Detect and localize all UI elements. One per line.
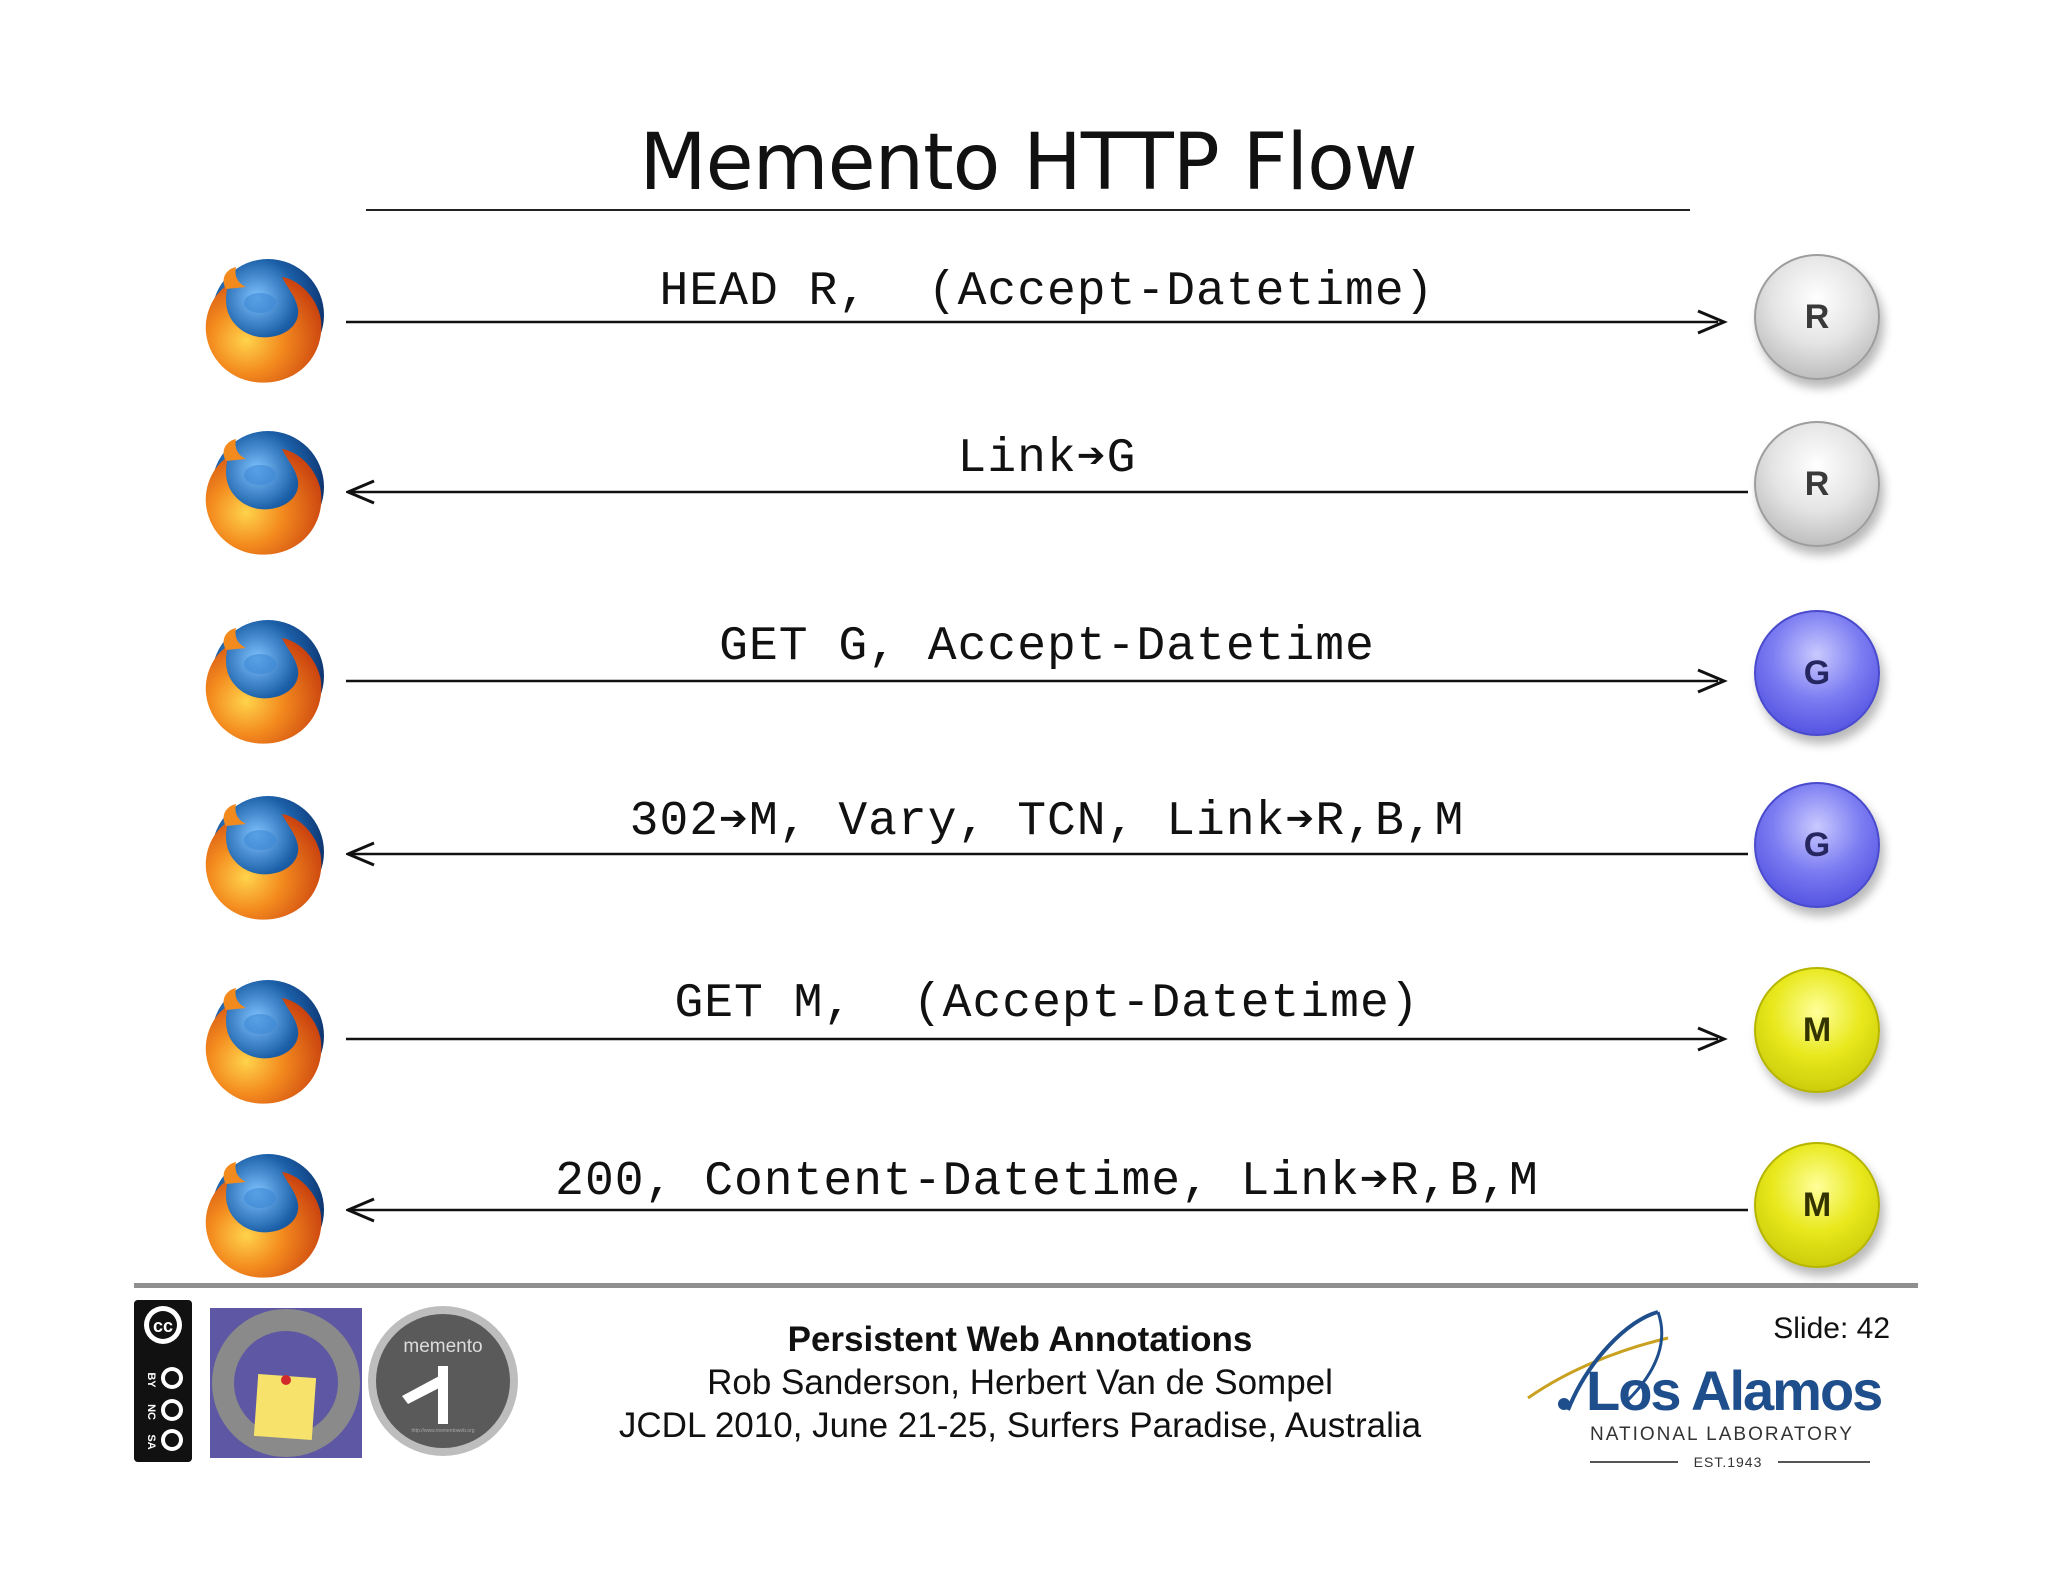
flow-row-1: HEAD R, (Accept-Datetime) R [0, 249, 2048, 409]
flow-message: Link➔G [957, 432, 1137, 486]
timegate-node-g: G [1754, 610, 1880, 736]
arrow-right [346, 1024, 1748, 1054]
flow-message: 302➔M, Vary, TCN, Link➔R,B,M [629, 795, 1465, 849]
firefox-icon [196, 1144, 336, 1284]
flow-message: GET G, Accept-Datetime [719, 620, 1375, 674]
firefox-icon [196, 421, 336, 561]
lanl-logo: Los Alamos NATIONAL LABORATORY EST.1943 [1527, 1310, 1883, 1470]
memento-logo: memento http://www.mementoweb.org [368, 1306, 518, 1456]
flow-message: GET M, (Accept-Datetime) [674, 977, 1420, 1031]
lanl-sub: NATIONAL LABORATORY [1590, 1424, 1854, 1445]
firefox-icon [196, 610, 336, 750]
flow-message: 200, Content-Datetime, Link➔R,B,M [555, 1155, 1539, 1209]
resource-node-r: R [1754, 254, 1880, 380]
flow-row-2: Link➔G R [0, 417, 2048, 577]
firefox-icon [196, 249, 336, 389]
arrow-left [346, 1195, 1748, 1225]
footer-title: Persistent Web Annotations [787, 1320, 1253, 1359]
arrow-left [346, 477, 1748, 507]
title-divider [366, 209, 1690, 211]
lanl-est: EST.1943 [1694, 1454, 1763, 1470]
slide-number: Slide: 42 [1773, 1312, 1890, 1345]
resource-node-r: R [1754, 421, 1880, 547]
flow-row-4: 302➔M, Vary, TCN, Link➔R,B,M G [0, 778, 2048, 938]
flow-message: HEAD R, (Accept-Datetime) [659, 265, 1435, 319]
cc-license-icon: cc BY NC SA [134, 1300, 192, 1462]
memento-node-m: M [1754, 967, 1880, 1093]
footer-authors: Rob Sanderson, Herbert Van de Sompel [707, 1363, 1333, 1402]
firefox-icon [196, 970, 336, 1110]
arrow-right [346, 666, 1748, 696]
footer-divider [134, 1283, 1918, 1288]
footer-venue: JCDL 2010, June 21-25, Surfers Paradise,… [618, 1406, 1422, 1445]
flow-row-3: GET G, Accept-Datetime G [0, 602, 2048, 762]
svg-text:cc: cc [153, 1316, 173, 1336]
slide-title: Memento HTTP Flow [639, 118, 1417, 208]
memento-logo-text: memento [403, 1336, 482, 1357]
cc-label-sa: SA [145, 1434, 157, 1449]
flow-row-5: GET M, (Accept-Datetime) M [0, 962, 2048, 1122]
firefox-icon [196, 786, 336, 926]
cc-label-by: BY [145, 1372, 157, 1388]
memento-url: http://www.mementoweb.org [411, 1428, 474, 1434]
lanl-name: Los Alamos [1586, 1359, 1881, 1422]
annotation-logo [210, 1308, 362, 1458]
arrow-right [346, 307, 1748, 337]
timegate-node-g: G [1754, 782, 1880, 908]
flow-row-6: 200, Content-Datetime, Link➔R,B,M M [0, 1136, 2048, 1296]
cc-label-nc: NC [145, 1404, 157, 1420]
arrow-left [346, 839, 1748, 869]
memento-node-m: M [1754, 1142, 1880, 1268]
